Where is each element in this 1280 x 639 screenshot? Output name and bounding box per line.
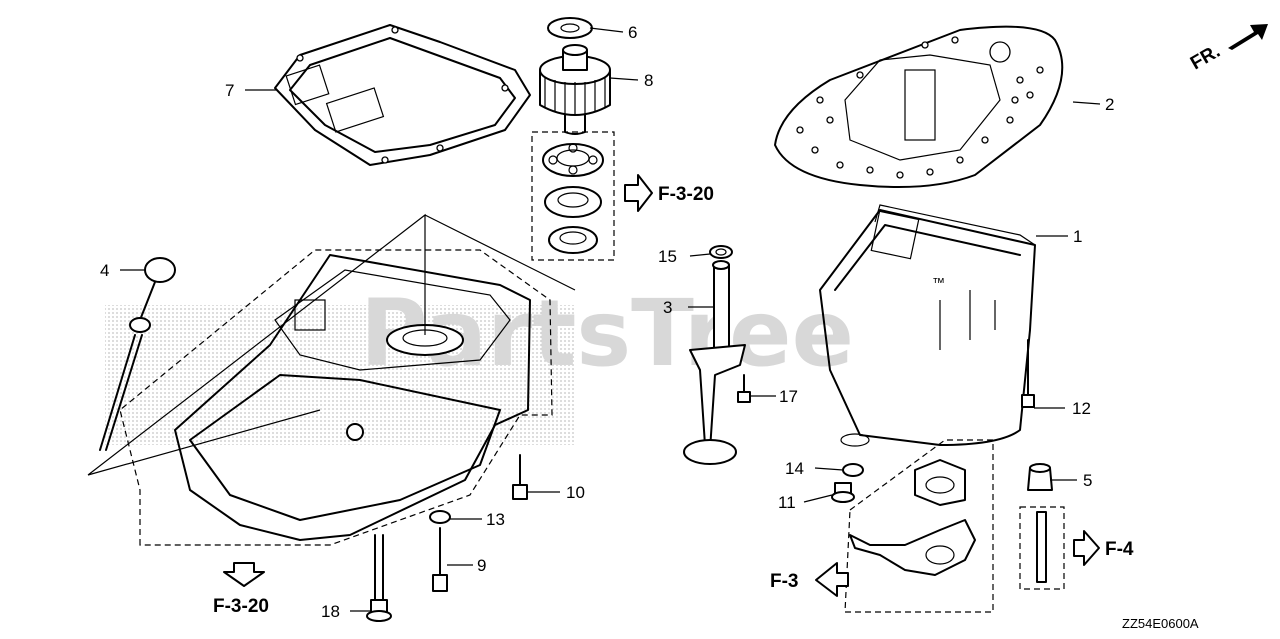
down-arrow-icon — [223, 562, 265, 587]
callout-18: 18 — [321, 602, 340, 621]
tube-assembly — [1019, 506, 1065, 590]
callout-2: 2 — [1105, 95, 1114, 114]
leader-lines — [120, 27, 1101, 612]
part-8-gear — [539, 44, 611, 135]
part-12-bolt — [1021, 339, 1035, 408]
front-arrow-icon — [1228, 24, 1268, 50]
part-14-washer — [842, 463, 864, 477]
main-case — [87, 213, 576, 546]
part-17-bolt — [737, 374, 751, 403]
part-18-bolt — [366, 534, 392, 622]
part-6-washer — [547, 17, 593, 39]
ref-f4: F-4 — [1105, 539, 1134, 560]
part-11-bolt — [831, 482, 855, 503]
callout-1: 1 — [1073, 227, 1082, 246]
plate-holes — [796, 36, 1044, 179]
callout-8: 8 — [644, 71, 653, 90]
callout-numbers: 6 8 7 2 1 4 15 3 17 12 14 11 5 10 13 9 1… — [100, 23, 1114, 621]
front-direction-indicator: FR. — [1187, 24, 1268, 74]
callout-15: 15 — [658, 247, 677, 266]
part-13-washer — [429, 510, 451, 524]
diagram-code: ZZ54E0600A — [1122, 616, 1199, 631]
part-4-dipstick — [99, 257, 176, 451]
front-label: FR. — [1187, 41, 1224, 74]
bearing-seal-assembly — [531, 131, 615, 261]
part-3-oil-strainer — [683, 260, 746, 465]
callout-5: 5 — [1083, 471, 1092, 490]
part-5-plug — [1027, 463, 1053, 491]
part-2-plate — [774, 25, 1064, 189]
reference-arrows — [223, 174, 1100, 597]
callout-9: 9 — [477, 556, 486, 575]
callout-3: 3 — [663, 298, 672, 317]
left-arrow-icon — [815, 562, 849, 597]
callout-11: 11 — [778, 493, 796, 512]
callout-12: 12 — [1072, 399, 1091, 418]
part-9-bolt — [432, 527, 448, 592]
callout-4: 4 — [100, 261, 109, 280]
callout-10: 10 — [566, 483, 585, 502]
callout-7: 7 — [225, 81, 234, 100]
callout-14: 14 — [785, 459, 804, 478]
part-10-bolt — [512, 454, 528, 500]
ref-f3-20-upper: F-3-20 — [658, 184, 714, 205]
right-arrow-icon — [1073, 530, 1100, 566]
ref-f3-20-lower: F-3-20 — [213, 596, 269, 617]
callout-13: 13 — [486, 510, 505, 529]
watermark: PartsTree ™ — [105, 275, 945, 445]
part-15-washer — [709, 245, 733, 259]
part-7-gasket — [274, 24, 531, 166]
right-arrow-icon — [624, 174, 653, 212]
reference-labels: F-3-20 F-3-20 F-3 F-4 — [213, 184, 1134, 617]
watermark-trademark: ™ — [932, 275, 945, 290]
bracket-assembly — [844, 439, 994, 613]
callout-6: 6 — [628, 23, 637, 42]
ref-f3: F-3 — [770, 571, 799, 592]
callout-17: 17 — [779, 387, 798, 406]
